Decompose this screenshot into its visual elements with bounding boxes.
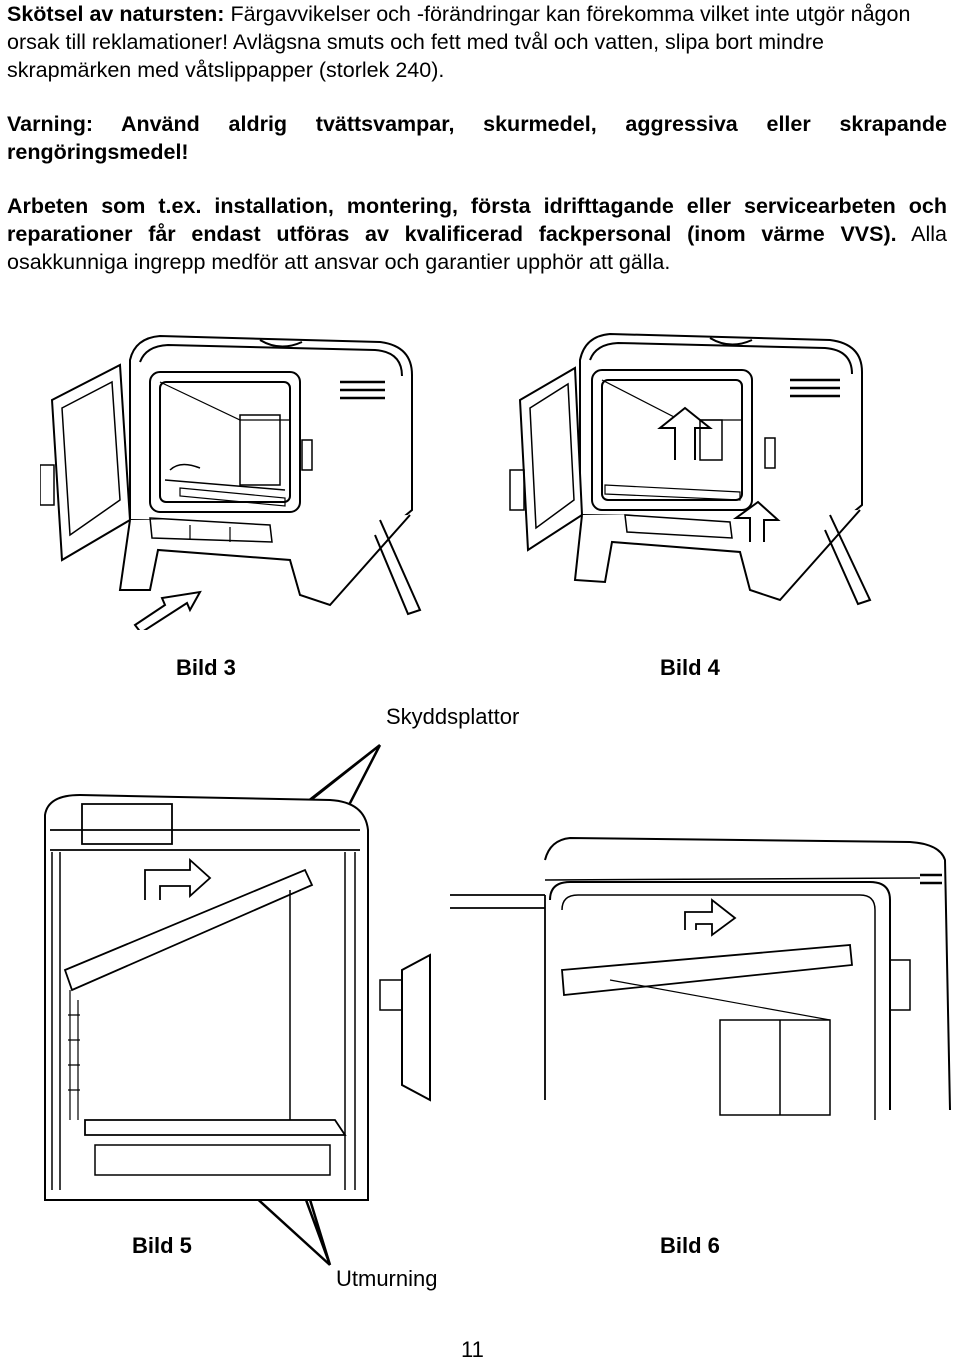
caption-bild5: Bild 5 xyxy=(132,1233,192,1258)
label-skyddsplattor: Skyddsplattor xyxy=(386,704,520,729)
page-number: 11 xyxy=(461,1337,484,1362)
stone-care-text: Färgavvikelser och -förändringar kan för… xyxy=(7,2,911,82)
stone-care-paragraph: Skötsel av natursten: Färgavvikelser och… xyxy=(7,0,947,84)
warning-paragraph: Varning: Använd aldrig tvättsvampar, sku… xyxy=(7,112,947,164)
installation-paragraph: Arbeten som t.ex. installation, monterin… xyxy=(7,192,947,276)
stove-detail-illustration-bild6 xyxy=(450,820,960,1140)
stove-section-illustration-bild5 xyxy=(40,790,440,1210)
caption-bild3: Bild 3 xyxy=(176,655,236,680)
caption-bild6: Bild 6 xyxy=(660,1233,720,1258)
stone-care-heading: Skötsel av natursten: xyxy=(7,2,225,26)
installation-rest-text: Alla osakkunniga ingrepp medför att ansv… xyxy=(7,222,948,274)
stove-illustration-bild4 xyxy=(500,320,900,620)
installation-bold-text: Arbeten som t.ex. installation, monterin… xyxy=(7,194,947,246)
caption-bild4: Bild 4 xyxy=(660,655,720,680)
label-utmurning: Utmurning xyxy=(336,1266,438,1291)
stove-illustration-bild3 xyxy=(40,320,440,630)
